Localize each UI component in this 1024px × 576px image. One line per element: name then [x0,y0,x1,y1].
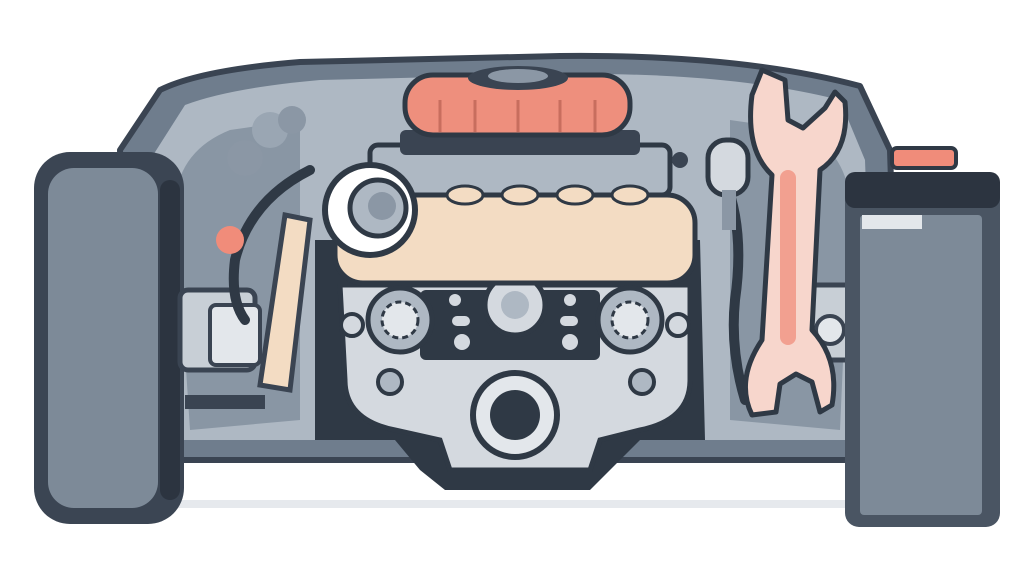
tire-left-icon [34,152,184,524]
support-arm [257,212,313,393]
sensor-red-icon [216,226,244,254]
spark-plug-icon [705,137,751,230]
air-intake-icon [322,162,418,258]
pulley-left-icon [365,285,435,355]
crank-pulley-icon [470,370,560,460]
hose-cap-icon [227,140,263,176]
ground-shadow [130,500,900,508]
intake-manifold [332,184,698,286]
pulley-right-icon [595,285,665,355]
wrench-icon [742,67,849,418]
oil-cap-icon [402,66,633,138]
battery-icon [845,146,1000,527]
engine-icon [315,240,705,490]
